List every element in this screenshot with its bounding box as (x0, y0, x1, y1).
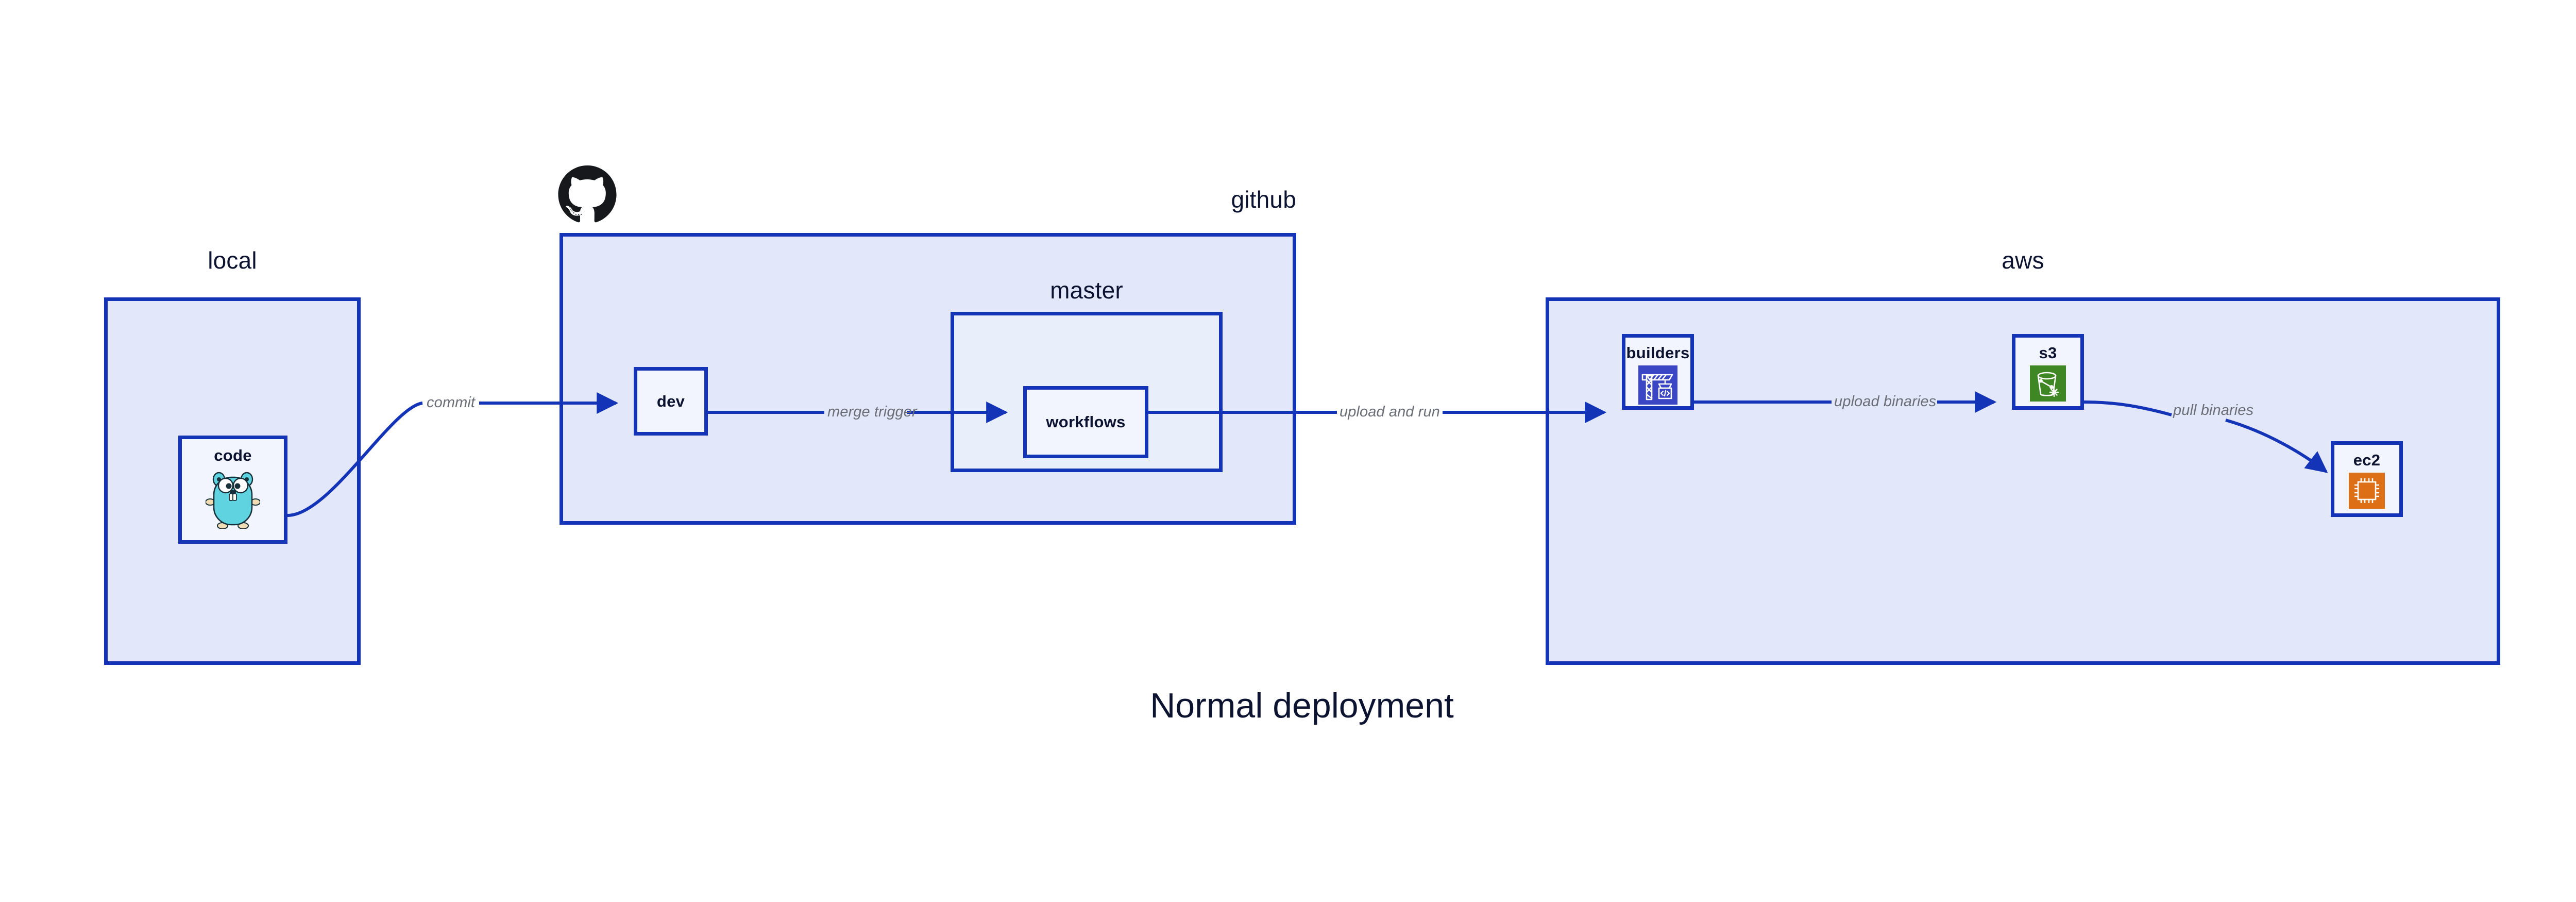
group-label-local: local (208, 247, 257, 274)
node-dev[interactable]: dev (634, 367, 708, 436)
node-code[interactable]: code (178, 436, 287, 544)
node-label-builders: builders (1626, 344, 1690, 362)
diagram-title: Normal deployment (0, 686, 2576, 726)
edge-label-commit: commit (427, 394, 476, 411)
s3-bucket-icon (2030, 365, 2066, 402)
node-label-code: code (214, 446, 252, 464)
crane-code-icon (1638, 365, 1677, 405)
edge-label-upload-binaries: upload binaries (1834, 393, 1937, 410)
node-label-dev: dev (656, 392, 685, 410)
group-label-aws: aws (2002, 247, 2044, 274)
group-label-github: github (1231, 186, 1296, 213)
node-label-s3: s3 (2039, 344, 2057, 362)
cpu-chip-icon (2349, 473, 2385, 509)
edge-label-pull-binaries: pull binaries (2173, 402, 2254, 419)
node-builders[interactable]: builders (1622, 334, 1694, 410)
node-ec2[interactable]: ec2 (2331, 441, 2403, 517)
edge-label-upload-and-run: upload and run (1340, 404, 1440, 420)
edge-label-merge-trigger: merge trigger (827, 404, 917, 420)
github-octocat-logo (555, 163, 619, 227)
node-label-ec2: ec2 (2353, 451, 2381, 469)
diagram-title-text: Normal deployment (1150, 686, 1454, 725)
group-label-master: master (1050, 277, 1123, 304)
node-s3[interactable]: s3 (2012, 334, 2084, 410)
go-gopher-icon (205, 468, 261, 531)
node-label-workflows: workflows (1046, 413, 1126, 431)
node-workflows[interactable]: workflows (1023, 386, 1148, 458)
